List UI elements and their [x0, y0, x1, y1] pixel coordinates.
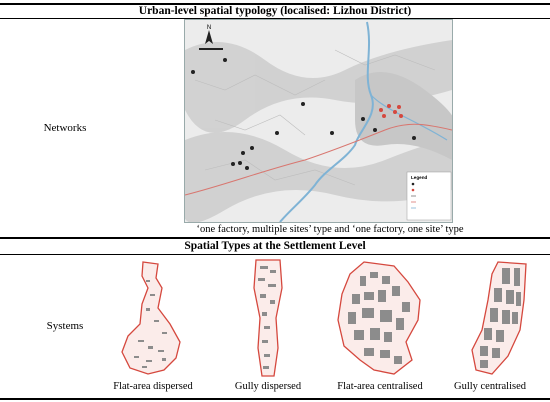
district-map: N Legend — [184, 19, 453, 223]
panel-caption-2: Gully dispersed — [234, 381, 302, 392]
svg-text:N: N — [207, 25, 211, 31]
panel-caption-1: Flat-area dispersed — [113, 381, 193, 392]
urban-section-title: Urban-level spatial typology (localised:… — [138, 5, 412, 17]
settlement-top-rule — [0, 237, 550, 239]
settlement-header-rule — [0, 254, 550, 255]
urban-header-rule — [0, 18, 550, 19]
compass-icon — [205, 30, 213, 44]
gully-dispersed-plan — [253, 259, 283, 377]
gully-centralised-plan — [471, 261, 527, 375]
networks-row-label: Networks — [43, 122, 87, 134]
bottom-rule — [0, 398, 550, 400]
legend-title: Legend — [411, 175, 428, 180]
panel-caption-4: Gully centralised — [453, 381, 527, 392]
settlement-section-title: Spatial Types at the Settlement Level — [184, 240, 366, 252]
panel-caption-3: Flat-area centralised — [337, 381, 423, 392]
district-map-graphic: N Legend — [185, 20, 452, 222]
flat-area-dispersed-plan — [121, 261, 181, 375]
flat-area-centralised-plan — [337, 261, 421, 375]
systems-row-label: Systems — [46, 320, 84, 332]
networks-caption: ‘one factory, multiple sites’ type and ‘… — [196, 224, 464, 235]
top-rule — [0, 3, 550, 5]
